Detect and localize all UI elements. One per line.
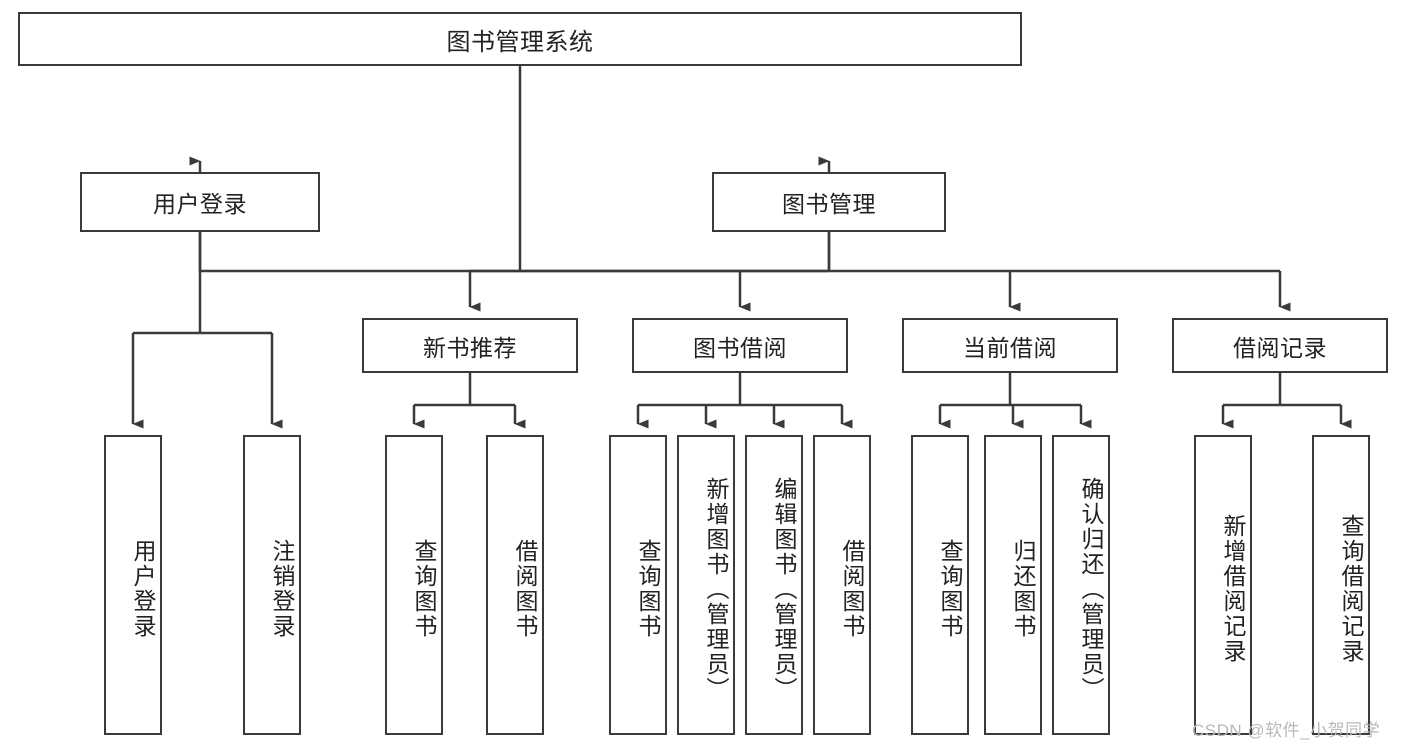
- node-leaf-borrow-book-rec[interactable]: 借阅图书: [486, 435, 544, 735]
- node-leaf-user-logout[interactable]: 注销登录: [243, 435, 301, 735]
- node-leaf-query-book-borrow[interactable]: 查询图书: [609, 435, 667, 735]
- node-book-borrow[interactable]: 图书借阅: [632, 318, 848, 373]
- node-new-book-recommend[interactable]: 新书推荐: [362, 318, 578, 373]
- node-leaf-query-borrow-record[interactable]: 查询借阅记录: [1312, 435, 1370, 735]
- node-leaf-add-book-admin[interactable]: 新增图书（管理员）: [677, 435, 735, 735]
- node-root[interactable]: 图书管理系统: [18, 12, 1022, 66]
- node-borrow-record[interactable]: 借阅记录: [1172, 318, 1388, 373]
- node-user-login[interactable]: 用户登录: [80, 172, 320, 232]
- node-leaf-return-book[interactable]: 归还图书: [984, 435, 1042, 735]
- node-leaf-add-borrow-record[interactable]: 新增借阅记录: [1194, 435, 1252, 735]
- node-leaf-query-book-rec[interactable]: 查询图书: [385, 435, 443, 735]
- node-leaf-user-login[interactable]: 用户登录: [104, 435, 162, 735]
- watermark-text: CSDN @软件_小贺同学: [1192, 721, 1381, 740]
- node-leaf-borrow-book[interactable]: 借阅图书: [813, 435, 871, 735]
- node-current-borrow[interactable]: 当前借阅: [902, 318, 1118, 373]
- node-leaf-edit-book-admin[interactable]: 编辑图书（管理员）: [745, 435, 803, 735]
- node-leaf-query-book-current[interactable]: 查询图书: [911, 435, 969, 735]
- node-leaf-confirm-return-admin[interactable]: 确认归还（管理员）: [1052, 435, 1110, 735]
- node-book-management[interactable]: 图书管理: [712, 172, 946, 232]
